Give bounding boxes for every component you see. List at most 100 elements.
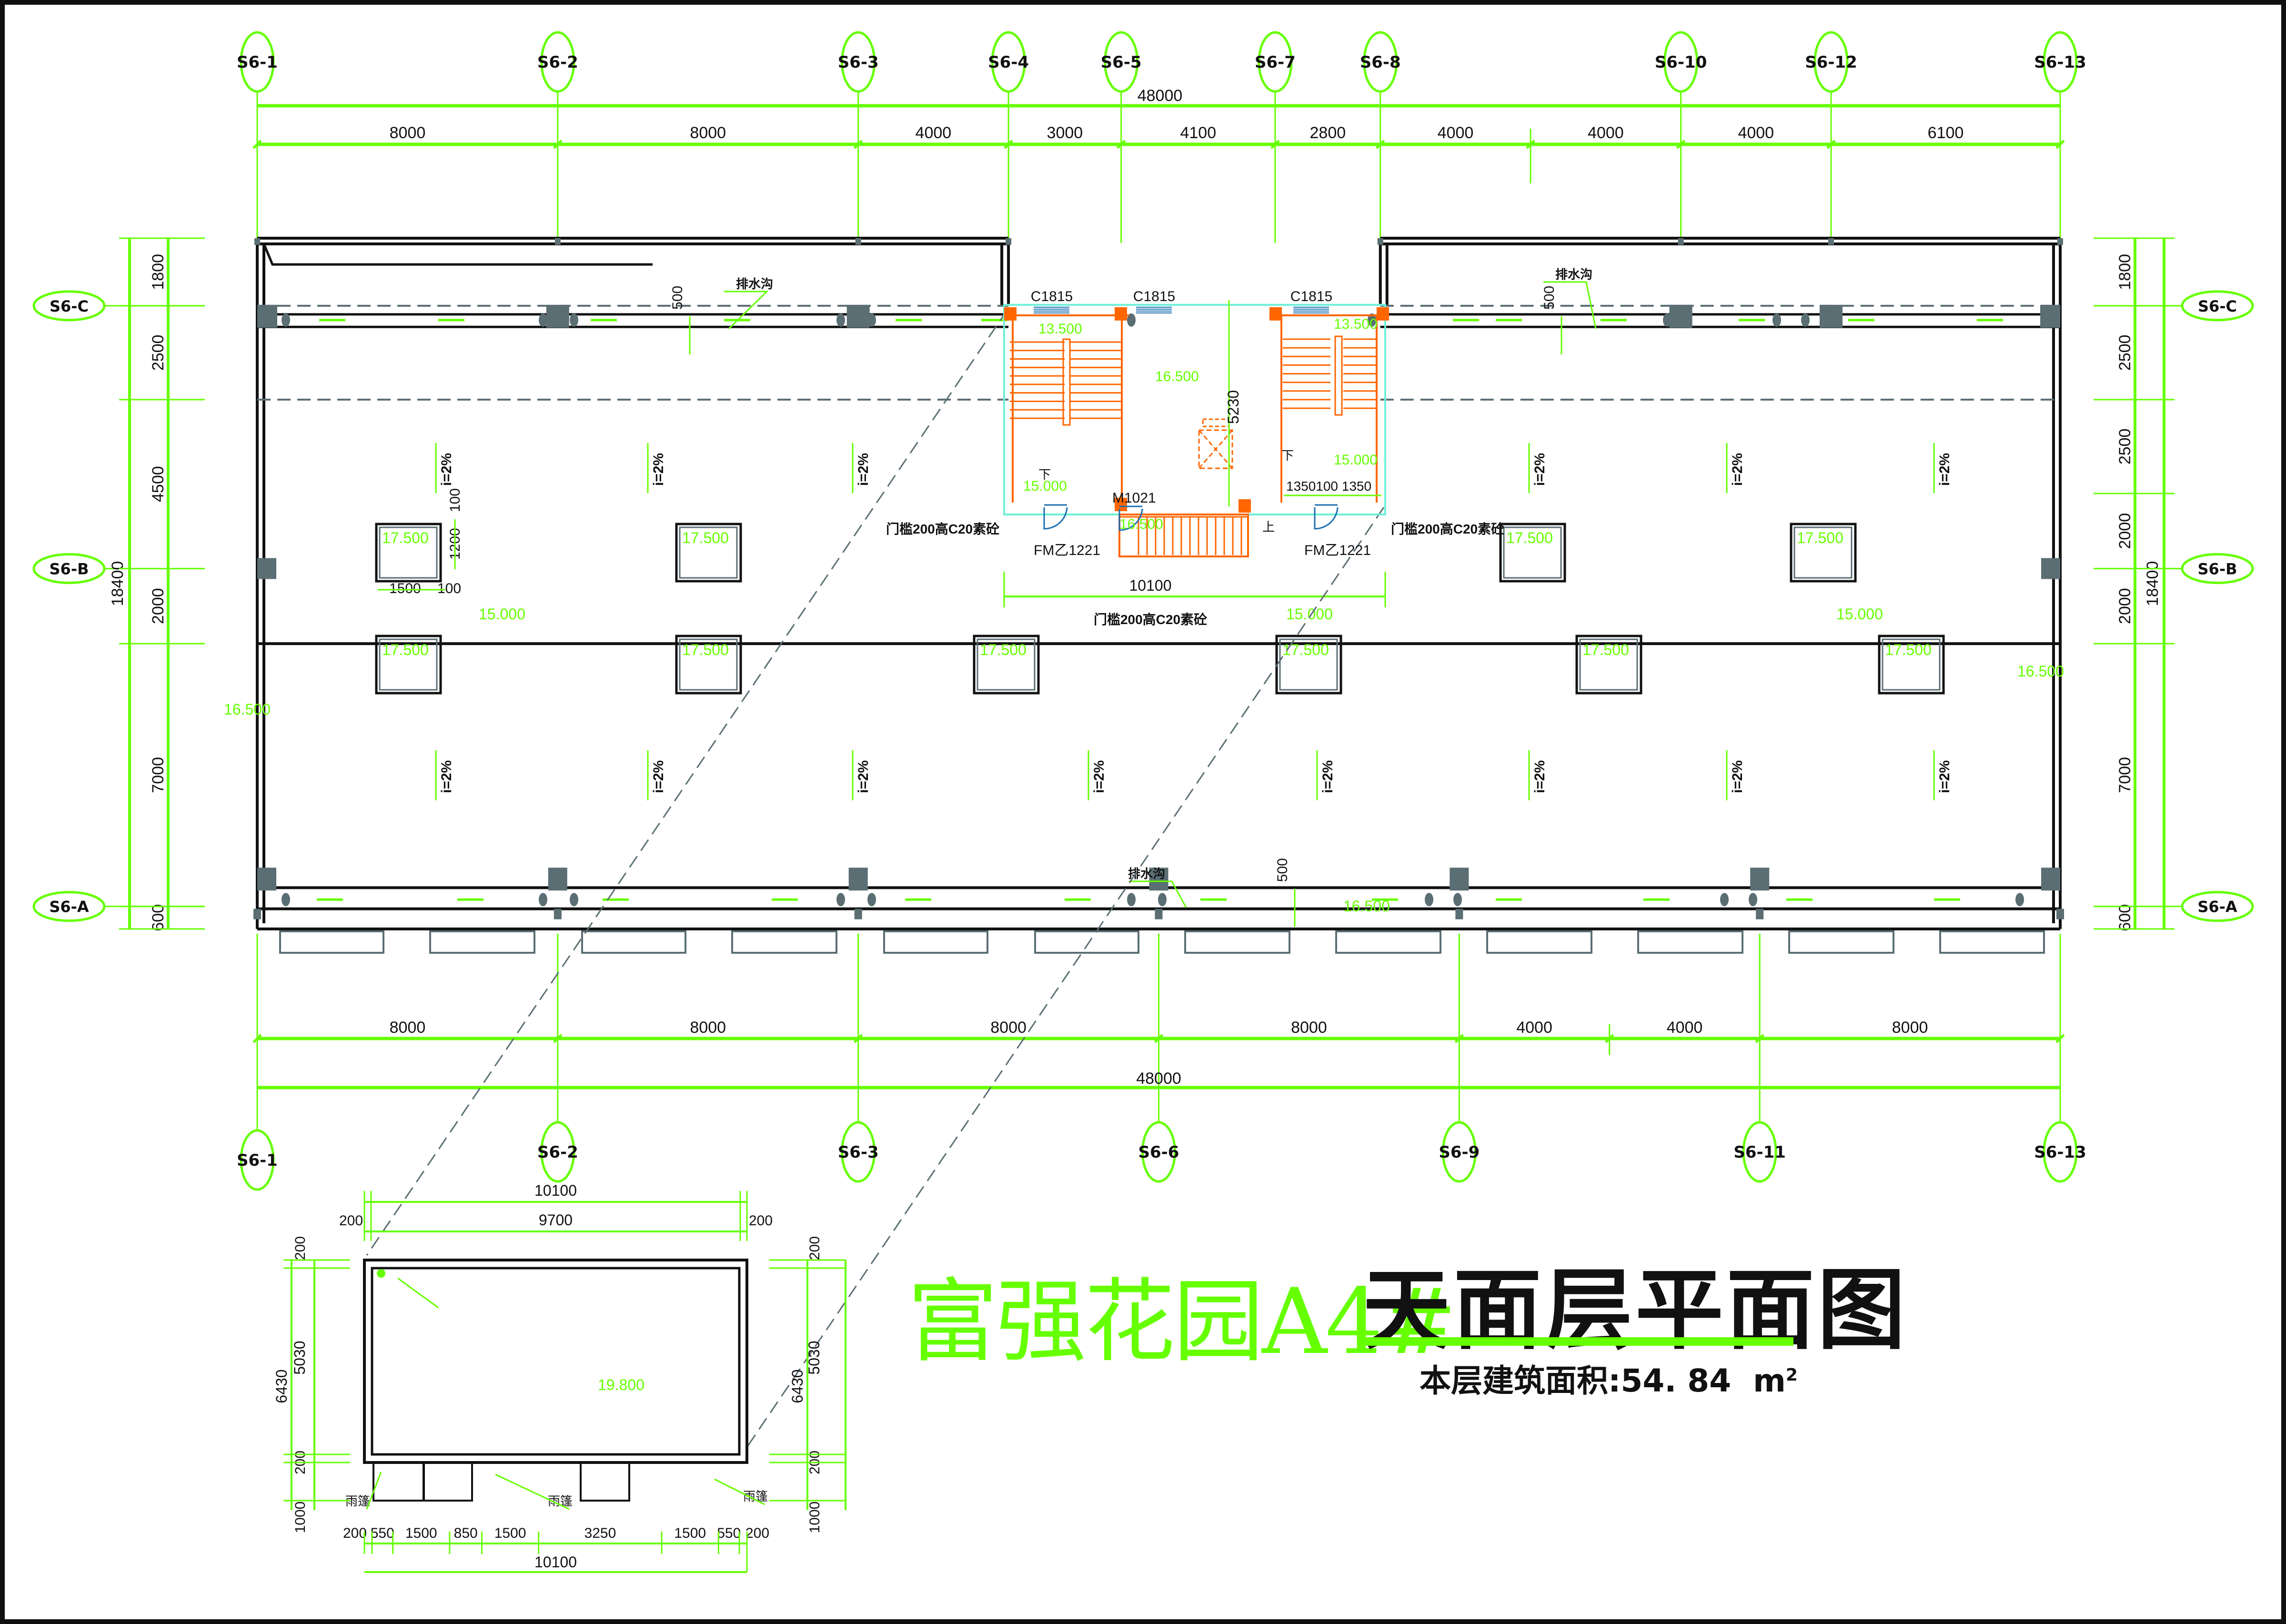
drain-bottom-0 [282,893,290,907]
post-bottom-2 [854,908,862,919]
axis-top-4-label: S6-5 [1101,53,1142,72]
roof-vent-inner-5 [679,638,738,691]
dim-tick [1676,140,1686,149]
detail-elevation: 19.800 [598,1376,645,1393]
detail-dim-bottom-seg-0: 200 [343,1525,367,1541]
axis-top-3-label: S6-4 [988,53,1029,72]
dim-top-seg-1: 8000 [690,124,726,142]
threshold-note-mid: 门槛200高C20素砼 [1094,612,1207,627]
dim-tick [553,1034,563,1043]
drain-top-r-0 [1368,313,1376,327]
column-bottom-3 [1149,867,1168,891]
axis-top-8-label: S6-12 [1805,53,1857,72]
detail-inner-wall [371,1267,741,1456]
roof-vent-inner-1 [679,526,738,579]
dim-left-seg-4: 7000 [149,757,167,793]
axis-top-9-label: S6-13 [2034,53,2086,72]
column-top-0 [257,304,277,328]
detail-canopy-leader-1 [495,1473,570,1510]
dim-bottom-total: 48000 [1136,1069,1181,1088]
detail-canopy-leader-2 [714,1478,765,1505]
floor-area-value: 54. 84 [1621,1362,1732,1399]
stair-right-top-elev: 15.000 [1334,452,1378,468]
post-top-5 [1678,238,1684,245]
post-top-2 [855,238,861,245]
detail-dim-total-l: 6430 [273,1369,290,1403]
canopy-8 [1486,930,1592,954]
stair-left-landing-elev: 13.500 [1038,321,1082,337]
detail-dim-inner-r: 5030 [806,1341,823,1374]
drain-bottom-1 [539,893,547,907]
dim-top-seg-9: 6100 [1928,124,1964,142]
detail-dim-bottom-seg-4: 1500 [494,1525,526,1541]
roof-vent-elevation-6: 17.500 [980,641,1027,658]
stair-right-down: 下 [1281,448,1294,463]
dim-right-seg-6: 600 [2116,904,2134,931]
core-column-4 [1115,498,1127,511]
dim-tick [1116,140,1126,149]
drain-ditch-label-0: 排水沟 [736,277,773,291]
roof-vent-4 [375,635,442,695]
roof-vent-inner-9 [1882,638,1941,691]
dim-bottom-seg-0: 8000 [390,1019,426,1037]
post-top-0 [254,238,260,245]
dim-1350-100-1350: 1350100 1350 [1286,479,1371,494]
dim-500-0: 500 [670,286,685,310]
axis-top-6-label: S6-8 [1360,53,1401,72]
detail-dim-canopy-l: 1000 [292,1502,308,1533]
slope-label-5: i=2% [1937,453,1953,486]
fire-door-left-swing [1043,507,1068,530]
elev-parapet-left: 16.500 [224,701,271,718]
stair-right-landing-elev: 13.500 [1334,316,1378,332]
drain-top-r-5 [2042,313,2050,327]
axis-bottom-0-label: S6-1 [237,1151,278,1170]
detail-canopy-1 [423,1462,473,1502]
dim-top-seg-7: 4000 [1588,124,1624,142]
dim-top-seg-8: 4000 [1738,124,1774,142]
dim-tick [853,140,863,149]
detail-dim-top-side-l: 200 [339,1213,363,1229]
floor-area-label: 本层建筑面积: [1420,1362,1621,1399]
axis-top-5-label: S6-7 [1255,53,1296,72]
drain-bottom-8 [1453,893,1462,907]
title-underline [1362,1337,1793,1346]
roof-vent-0 [375,523,442,583]
canopy-7 [1335,930,1441,954]
post-bottom-5 [1756,908,1764,919]
axis-bottom-6-label: S6-13 [2034,1143,2086,1162]
dim-top-seg-5: 2800 [1310,124,1346,142]
dim-tick [252,1034,262,1043]
drain-ditch-leader-0 [724,291,769,330]
dim-top-seg-2: 4000 [916,124,952,142]
dim-bottom-seg-4: 4000 [1516,1019,1552,1037]
window-c1815-right-tag: C1815 [1290,289,1332,304]
dim-bottom-seg-2: 8000 [990,1019,1027,1037]
roof-vent-elevation-1: 17.500 [682,529,729,546]
drain-top-r-4 [1801,313,1810,327]
dim-5230: 5230 [1225,390,1242,424]
canopy-6 [1184,930,1290,954]
detail-canopy-leader-0 [366,1472,382,1510]
column-top-2 [846,304,870,328]
drain-bottom-4 [867,893,876,907]
roof-vent-1 [675,523,742,583]
column-bottom-4 [1450,867,1469,891]
elev-roof-mid: 15.000 [1286,605,1333,623]
axis-bottom-5-label: S6-11 [1733,1143,1786,1162]
slope-label-10: i=2% [1320,760,1336,793]
column-top-5 [1819,304,1843,328]
drain-top-r-3 [1772,313,1781,327]
post-top-7 [2057,238,2063,245]
floor-area: 本层建筑面积:54. 84 m2 [1420,1355,1798,1401]
detail-drain-dot [377,1269,385,1278]
main-door-swing [1118,508,1143,531]
entry-elev: 16.500 [1119,516,1163,532]
drain-ditch-label-2: 排水沟 [1128,867,1165,881]
roof-vent-inner-7 [1279,638,1338,691]
drain-top-0 [282,313,290,327]
roof-vent-elevation-5: 17.500 [682,641,729,658]
dim-top-total: 48000 [1138,87,1183,105]
lift-shaft [1198,429,1233,469]
